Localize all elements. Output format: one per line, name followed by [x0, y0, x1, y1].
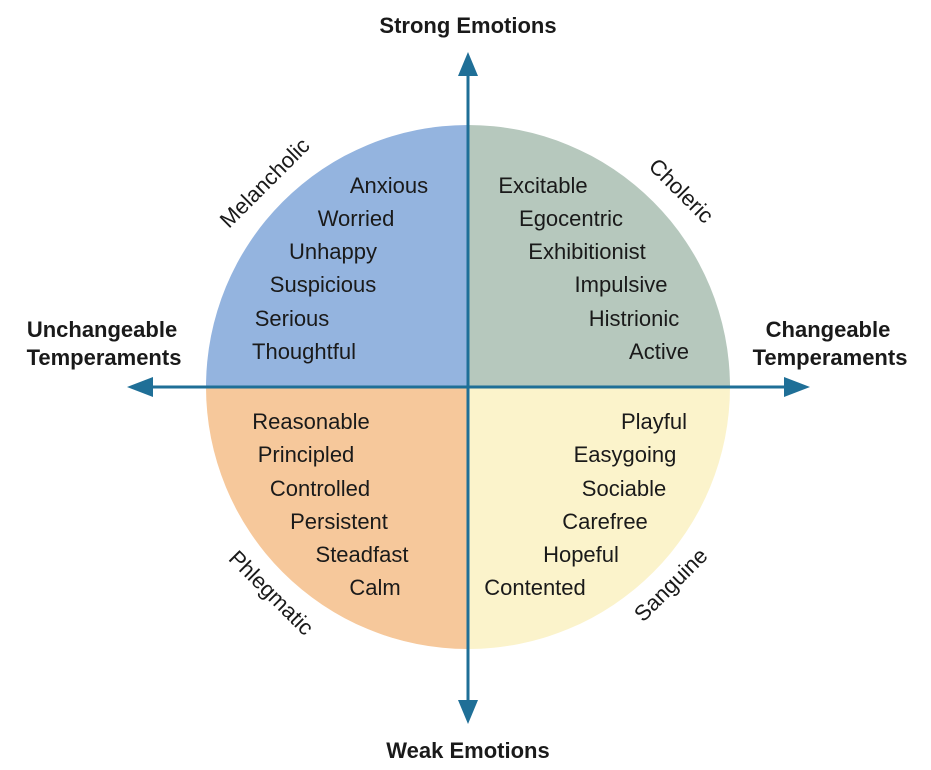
choleric-quadrant [468, 125, 730, 387]
axis-title-weak-emotions: Weak Emotions [386, 738, 549, 763]
trait-item: Controlled [270, 476, 370, 501]
trait-item: Carefree [562, 509, 648, 534]
arrow-left-icon [127, 377, 153, 397]
choleric-traits: Excitable Egocentric Exhibitionist Impul… [498, 173, 689, 364]
trait-item: Sociable [582, 476, 666, 501]
axis-title-changeable-temperaments: Temperaments [753, 345, 908, 370]
trait-item: Contented [484, 575, 586, 600]
axis-title-unchangeable: Unchangeable [27, 317, 177, 342]
trait-item: Principled [258, 442, 355, 467]
trait-item: Easygoing [574, 442, 677, 467]
axes [127, 52, 810, 724]
trait-item: Calm [349, 575, 400, 600]
trait-item: Excitable [498, 173, 587, 198]
phlegmatic-quadrant [206, 387, 468, 649]
phlegmatic-traits: Reasonable Principled Controlled Persist… [252, 409, 408, 600]
trait-item: Unhappy [289, 239, 377, 264]
melancholic-traits: Anxious Worried Unhappy Suspicious Serio… [252, 173, 428, 364]
trait-item: Persistent [290, 509, 388, 534]
trait-item: Suspicious [270, 272, 376, 297]
trait-item: Histrionic [589, 306, 679, 331]
trait-item: Playful [621, 409, 687, 434]
axis-title-strong-emotions: Strong Emotions [379, 13, 556, 38]
trait-item: Egocentric [519, 206, 623, 231]
trait-item: Active [629, 339, 689, 364]
sanguine-traits: Playful Easygoing Sociable Carefree Hope… [484, 409, 687, 600]
trait-item: Steadfast [316, 542, 409, 567]
axis-title-changeable: Changeable [766, 317, 891, 342]
axis-title-unchangeable-temperaments: Temperaments [27, 345, 182, 370]
arrow-up-icon [458, 52, 478, 76]
trait-item: Hopeful [543, 542, 619, 567]
trait-item: Exhibitionist [528, 239, 645, 264]
trait-item: Impulsive [575, 272, 668, 297]
trait-item: Reasonable [252, 409, 369, 434]
arrow-right-icon [784, 377, 810, 397]
melancholic-quadrant [206, 125, 468, 387]
trait-item: Worried [318, 206, 395, 231]
sanguine-quadrant [468, 387, 730, 649]
trait-item: Thoughtful [252, 339, 356, 364]
trait-item: Serious [255, 306, 330, 331]
arrow-down-icon [458, 700, 478, 724]
trait-item: Anxious [350, 173, 428, 198]
